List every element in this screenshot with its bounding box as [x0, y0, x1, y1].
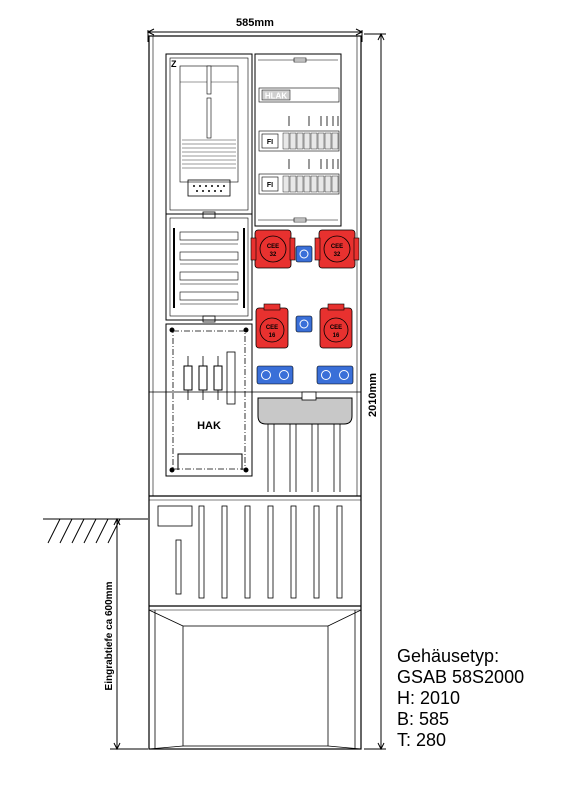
- hlak-label: HLAK: [265, 92, 287, 101]
- cee-socket-32-left-top: CEE: [267, 244, 279, 250]
- housing-depth: T: 280: [397, 730, 447, 750]
- cable-gland-block: [257, 391, 353, 492]
- breaker-row-2: [282, 175, 339, 193]
- hak-label: HAK: [197, 420, 221, 432]
- fi-label-1: FI: [267, 139, 273, 146]
- housing-model: GSAB 58S2000: [397, 667, 525, 687]
- cabinet-outline: [148, 35, 362, 750]
- cee-socket-16-left-bottom: 16: [269, 333, 276, 339]
- breaker-ticks: [288, 116, 339, 169]
- fi-label-2: FI: [267, 182, 273, 189]
- height-dimension: [364, 32, 386, 751]
- cee-socket-32-right-top: CEE: [331, 244, 343, 250]
- schuko-socket-pair-right: [316, 365, 354, 385]
- ground-hatch: [43, 518, 148, 544]
- meter-module: [165, 53, 253, 215]
- cee-socket-16-right-bottom: 16: [333, 333, 340, 339]
- terminal-module: [165, 211, 253, 323]
- plinth-section: [157, 505, 343, 599]
- depth-dimension: [110, 517, 148, 751]
- meter-label: Z: [171, 59, 177, 69]
- housing-height: H: 2010: [397, 688, 461, 708]
- schuko-socket-top: [295, 245, 313, 263]
- hak-module: [165, 323, 253, 477]
- schuko-socket-pair-left: [256, 365, 294, 385]
- base-section: [148, 609, 362, 750]
- distribution-module: [254, 53, 342, 227]
- height-dimension-label: 2010mm: [367, 373, 379, 417]
- cee-socket-32-right-bottom: 32: [334, 252, 341, 258]
- cee-socket-32-left-bottom: 32: [270, 252, 277, 258]
- cee-socket-16-left: CEE 16: [255, 303, 289, 349]
- housing-type-title: Gehäusetyp:: [397, 646, 500, 666]
- cee-socket-16-left-top: CEE: [266, 325, 278, 331]
- width-dimension-label: 585mm: [236, 17, 274, 29]
- cee-socket-32-left: CEE 32: [250, 229, 296, 269]
- schuko-socket-middle: [295, 315, 313, 333]
- breaker-row-1: [282, 132, 339, 150]
- housing-width: B: 585: [397, 709, 450, 729]
- width-dimension: [146, 28, 364, 42]
- housing-specs: Gehäusetyp: GSAB 58S2000 H: 2010 B: 585 …: [397, 646, 524, 751]
- cee-socket-16-right-top: CEE: [330, 325, 342, 331]
- cee-socket-16-right: CEE 16: [319, 303, 353, 349]
- depth-dimension-label: Eingrabtiefe ca 600mm: [104, 581, 115, 690]
- cee-socket-32-right: CEE 32: [314, 229, 360, 269]
